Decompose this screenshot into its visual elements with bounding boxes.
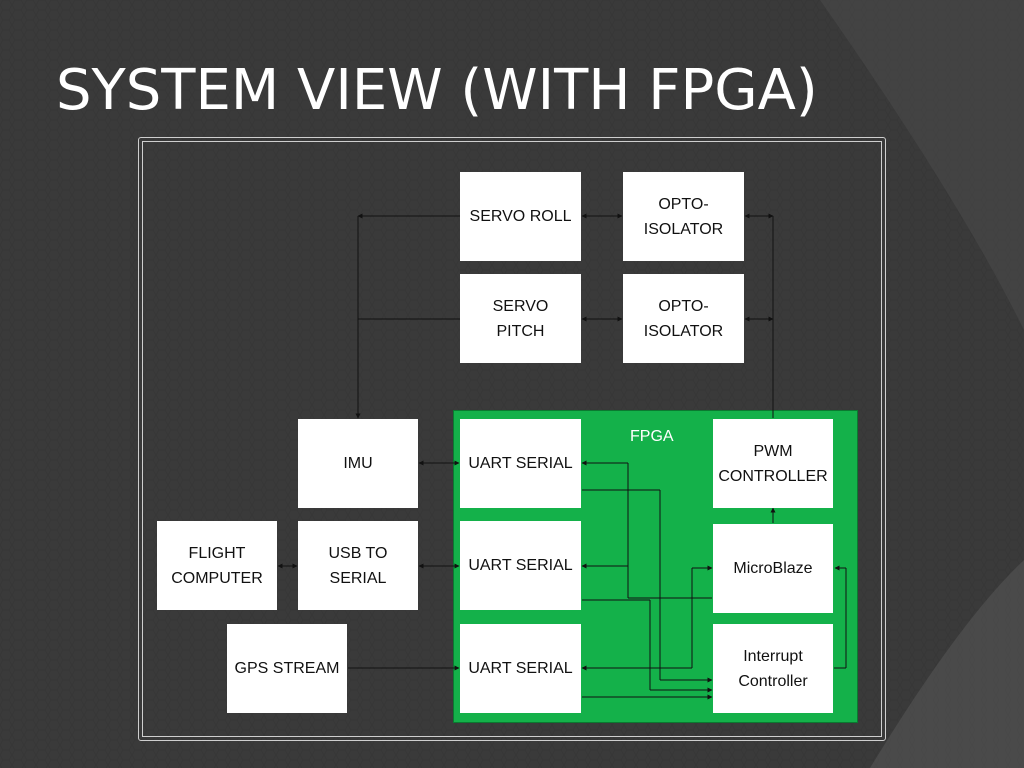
uart-serial-1-block: UART SERIAL <box>460 419 581 508</box>
pwm-controller-label: PWM CONTROLLER <box>718 442 828 485</box>
gps-stream-label: GPS STREAM <box>234 660 340 677</box>
diagram-frame <box>138 137 886 741</box>
gps-stream-block: GPS STREAM <box>227 624 347 713</box>
servo-roll-label: SERVO ROLL <box>469 208 572 225</box>
opto-isolator-2-label: OPTO- ISOLATOR <box>643 297 724 340</box>
uart-serial-2-label: UART SERIAL <box>468 557 573 574</box>
microblaze-block: MicroBlaze <box>713 524 833 613</box>
flight-computer-label: FLIGHT COMPUTER <box>171 544 263 587</box>
opto-isolator-2-block: OPTO- ISOLATOR <box>623 274 744 363</box>
interrupt-controller-block: Interrupt Controller <box>713 624 833 713</box>
imu-label: IMU <box>343 455 373 472</box>
fpga-label: FPGA <box>630 428 674 445</box>
servo-roll-block: SERVO ROLL <box>460 172 581 261</box>
opto-isolator-1-label: OPTO- ISOLATOR <box>643 195 724 238</box>
servo-pitch-block: SERVO PITCH <box>460 274 581 363</box>
usb-to-serial-label: USB TO SERIAL <box>328 544 388 587</box>
pwm-controller-block: PWM CONTROLLER <box>713 419 833 508</box>
uart-serial-3-label: UART SERIAL <box>468 660 573 677</box>
page-title: SYSTEM VIEW (WITH FPGA) <box>56 58 818 123</box>
flight-computer-block: FLIGHT COMPUTER <box>157 521 277 610</box>
interrupt-controller-label: Interrupt Controller <box>738 647 808 690</box>
uart-serial-2-block: UART SERIAL <box>460 521 581 610</box>
usb-to-serial-block: USB TO SERIAL <box>298 521 418 610</box>
servo-pitch-label: SERVO PITCH <box>492 297 549 340</box>
uart-serial-1-label: UART SERIAL <box>468 455 573 472</box>
microblaze-label: MicroBlaze <box>733 560 813 577</box>
imu-block: IMU <box>298 419 418 508</box>
uart-serial-3-block: UART SERIAL <box>460 624 581 713</box>
opto-isolator-1-block: OPTO- ISOLATOR <box>623 172 744 261</box>
